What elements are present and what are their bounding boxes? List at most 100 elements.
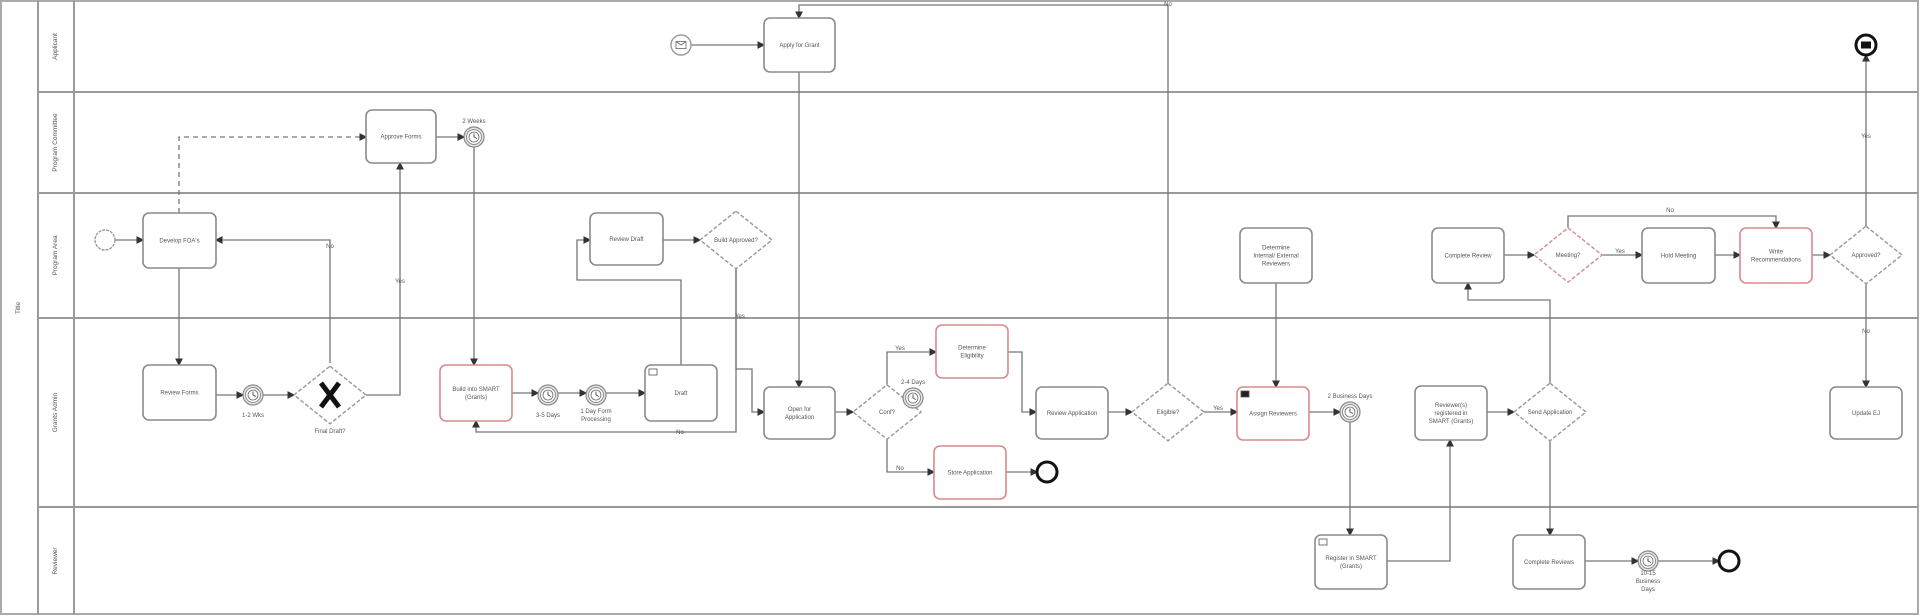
lane-label: Applicant	[52, 33, 59, 60]
gateway-label: Send Application	[1528, 410, 1573, 416]
lane-committee: Program Committee	[38, 91, 1918, 172]
task-build-smart[interactable]: Build into SMART(Grants)	[439, 364, 513, 422]
sequence-flow[interactable]: No	[214, 236, 334, 363]
gateway-label: Meeting?	[1556, 253, 1581, 259]
task-label: Register in SMART(Grants)	[1325, 556, 1377, 570]
timer-event-t-35days[interactable]: 3-5 Days	[536, 384, 560, 419]
task-complete-review[interactable]: Complete Review	[1431, 227, 1505, 284]
task-label: Draft	[674, 391, 687, 397]
sequence-flow[interactable]: Yes	[1204, 406, 1239, 416]
sequence-flow[interactable]	[1008, 351, 1038, 416]
task-label: Assign Reviewers	[1249, 412, 1297, 418]
task-complete-reviews[interactable]: Complete Reviews	[1512, 534, 1586, 590]
task-draft[interactable]: Draft	[644, 364, 718, 422]
timer-label: 2-4 Days	[901, 380, 925, 386]
flow-label-no: No	[1862, 329, 1870, 335]
task-label: Develop FOA's	[159, 239, 199, 245]
task-label: Review Forms	[160, 391, 198, 397]
start-event[interactable]	[94, 229, 116, 251]
task-apply-grant[interactable]: Apply for Grant	[763, 17, 836, 73]
timer-label: 3-5 Days	[536, 413, 560, 419]
flow-label-yes: Yes	[1861, 134, 1871, 140]
task-store-app[interactable]: Store Application	[933, 445, 1007, 500]
timer-event-t-2bdays[interactable]: 2 Business Days	[1328, 394, 1373, 423]
gateway-eligible[interactable]: Eligible?	[1130, 382, 1206, 442]
sequence-flow[interactable]: Yes	[735, 269, 766, 416]
task-label: Complete Reviews	[1524, 560, 1574, 566]
task-label: Apply for Grant	[779, 43, 820, 49]
task-hold-meeting[interactable]: Hold Meeting	[1641, 227, 1716, 284]
task-review-app[interactable]: Review Application	[1035, 386, 1109, 440]
task-approve-forms[interactable]: Approve Forms	[365, 109, 437, 164]
task-label: Store Application	[947, 471, 992, 477]
timer-label: 1-2 Wks	[242, 413, 264, 419]
message-end-event[interactable]	[1854, 33, 1878, 57]
task-assign-reviewers[interactable]: Assign Reviewers	[1236, 386, 1310, 441]
pool-title: Title	[15, 302, 22, 314]
message-start-event[interactable]	[670, 34, 692, 56]
timer-event-t-12wks[interactable]: 1-2 Wks	[242, 384, 264, 419]
lane-area: Program Area	[38, 192, 1918, 276]
sequence-flow[interactable]: Yes	[886, 346, 938, 385]
gateway-meeting[interactable]: Meeting?	[1532, 226, 1604, 284]
clock-icon	[247, 389, 259, 401]
gateway-approved[interactable]: Approved?	[1828, 225, 1904, 285]
clock-icon	[1344, 406, 1356, 418]
gateway-send-app[interactable]: Send Application	[1512, 382, 1588, 442]
association-flow[interactable]	[178, 133, 368, 213]
sequence-flow[interactable]: No	[795, 2, 1172, 383]
task-update-ej[interactable]: Update EJ	[1829, 386, 1903, 440]
task-register-smart[interactable]: Register in SMART(Grants)	[1314, 534, 1388, 590]
flow-label-no: No	[1666, 208, 1674, 214]
exclusive-x-icon	[319, 381, 341, 409]
sequence-flow[interactable]	[576, 236, 682, 365]
end-event-reviewer[interactable]	[1717, 549, 1741, 573]
lane-label: Program Committee	[52, 113, 59, 172]
gateway-build-approved[interactable]: Build Approved?	[698, 210, 774, 270]
service-task-icon	[1240, 390, 1250, 398]
timer-event-t-24days[interactable]: 2-4 Days	[901, 380, 925, 409]
clock-icon	[1642, 555, 1654, 567]
gateway-final-draft[interactable]: Final Draft?	[292, 365, 368, 435]
flow-label-yes: Yes	[1615, 249, 1625, 255]
task-label: Review Draft	[609, 237, 644, 243]
lane-reviewer: Reviewer	[38, 506, 1918, 575]
sequence-flow[interactable]: Yes	[1602, 249, 1644, 259]
task-label: Update EJ	[1852, 411, 1880, 417]
sequence-flow[interactable]: No	[1862, 284, 1870, 389]
task-develop-foa[interactable]: Develop FOA's	[142, 212, 217, 269]
flow-label-yes: Yes	[395, 279, 405, 285]
flow-label-yes: Yes	[1213, 406, 1223, 412]
script-task-icon	[648, 368, 658, 376]
task-review-draft[interactable]: Review Draft	[589, 212, 664, 266]
timer-event-t-2weeks[interactable]: 2 Weeks	[462, 119, 486, 148]
gateway-label: Final Draft?	[314, 429, 346, 435]
sequence-flow[interactable]: Yes	[366, 161, 405, 396]
gateway-label: Conf?	[879, 410, 896, 416]
sequence-flow[interactable]: Yes	[1861, 53, 1871, 226]
end-event-store[interactable]	[1035, 460, 1059, 484]
sequence-flow[interactable]	[1387, 438, 1454, 562]
sequence-flow[interactable]	[1464, 281, 1551, 383]
task-label: Hold Meeting	[1661, 254, 1696, 260]
clock-icon	[907, 392, 919, 404]
task-review-forms[interactable]: Review Forms	[142, 364, 217, 421]
sequence-flow[interactable]: No	[886, 439, 936, 476]
sequence-flow[interactable]: No	[1567, 208, 1780, 230]
task-label: Build into SMART(Grants)	[452, 387, 500, 401]
flow-label-no: No	[676, 430, 684, 436]
lane-admin: Grants Admin	[38, 317, 1918, 432]
gateway-label: Eligible?	[1157, 410, 1180, 416]
